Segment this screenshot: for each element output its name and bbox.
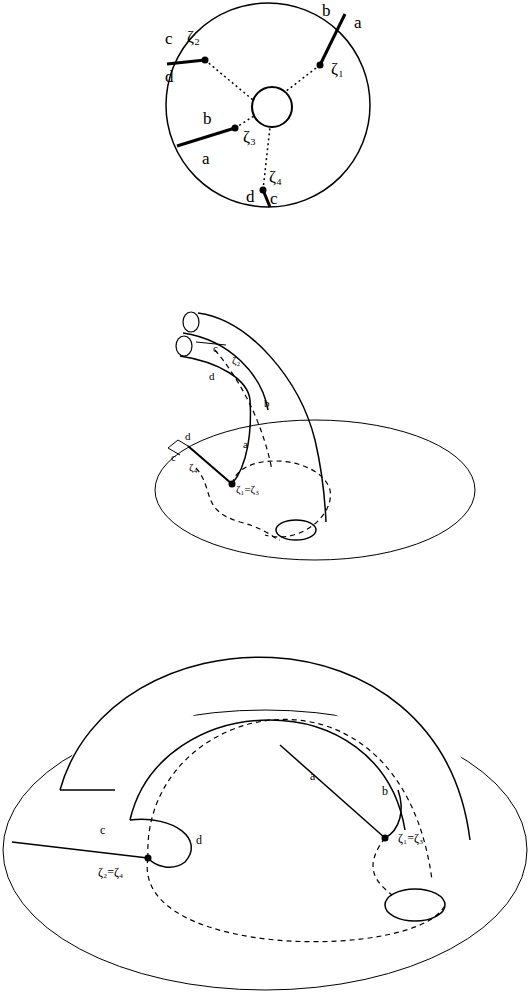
point: [260, 187, 267, 194]
point-label: d: [209, 371, 215, 382]
cut-segment: [385, 790, 401, 838]
cut-segment: [177, 128, 235, 146]
dotted-path: [263, 127, 270, 190]
point-label: d: [246, 188, 255, 205]
point-label: a: [354, 14, 362, 31]
point-label: b: [322, 2, 331, 19]
handle-edge: [130, 720, 405, 830]
tube-end: [176, 336, 192, 356]
point-label: c: [171, 452, 176, 463]
point: [145, 855, 152, 862]
dashed-path: [215, 350, 272, 470]
inner-circle: [252, 87, 292, 127]
dashed-path: [148, 719, 432, 880]
handle-foot: [60, 789, 115, 791]
point-label: ζ₁=ζ₃: [236, 484, 259, 495]
dashed-path: [373, 838, 392, 895]
cut-segment: [188, 446, 232, 484]
point-label: d: [165, 68, 174, 85]
dashed-loop: [147, 858, 445, 942]
tube-edge: [183, 333, 268, 410]
point: [229, 481, 236, 488]
point-label: ζ₂: [187, 28, 200, 45]
cut-segment: [320, 14, 345, 65]
point-label: a: [243, 439, 248, 450]
cut-segment: [167, 60, 205, 64]
point-label: c: [213, 343, 218, 354]
point-label: ζ₂=ζ₄: [98, 866, 123, 878]
cut-line: [196, 342, 226, 345]
cut-segment: [12, 842, 148, 858]
point-label: ζ₃: [243, 128, 256, 145]
tube-end: [183, 312, 199, 332]
cut-segment: [280, 745, 385, 838]
point-label: c: [270, 190, 278, 207]
dotted-path: [285, 65, 320, 92]
point: [382, 835, 389, 842]
point-label: ζ₂: [232, 355, 240, 366]
dotted-path: [205, 60, 253, 100]
dashed-path: [196, 468, 280, 540]
point-label: a: [310, 770, 315, 782]
handle-foot: [130, 819, 191, 867]
point-label: d: [185, 431, 191, 442]
point-label: ζ₄: [189, 462, 197, 473]
point-label: b: [264, 398, 270, 409]
point-label: ζ₁: [331, 60, 344, 77]
tube-edge: [198, 313, 326, 522]
point-label: a: [202, 150, 210, 167]
handle-edge: [60, 657, 470, 840]
point-label: b: [203, 110, 212, 127]
point: [232, 125, 239, 132]
outer-circle: [166, 3, 370, 207]
point-label: c: [165, 30, 173, 47]
point-label: d: [196, 834, 202, 846]
point-label: b: [382, 785, 388, 797]
point-label: c: [100, 824, 105, 836]
dashed-loop: [232, 461, 330, 537]
point-label: ζ₄: [269, 168, 282, 185]
point: [202, 57, 209, 64]
tube-edge: [180, 356, 250, 484]
point-label: ζ₁=ζ₃: [398, 832, 423, 844]
point: [317, 62, 324, 69]
